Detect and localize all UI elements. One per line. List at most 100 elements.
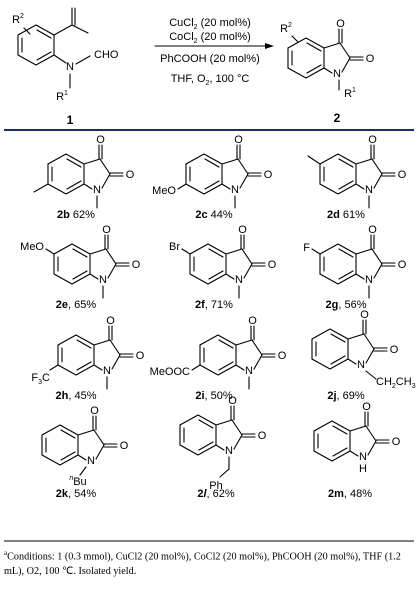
reactant-benzene <box>17 24 55 66</box>
n-cho-bond <box>75 55 91 65</box>
compound-number: 2k <box>56 488 69 500</box>
compound-caption-2c: 2c 44% <box>195 209 233 221</box>
oxygen-c3-label: O <box>106 315 115 327</box>
cho-label: CHO <box>94 49 119 61</box>
oxygen-c2-label: O <box>392 436 401 448</box>
fluoro-bond <box>311 248 321 255</box>
acetyl-bond <box>53 24 73 36</box>
oxygen-c3-label: O <box>362 401 371 413</box>
oxygen-c3-label: O <box>234 134 243 146</box>
butyl-label: nBu <box>69 475 86 488</box>
oxygen-c2-label: O <box>398 169 407 181</box>
benzyl-ch2-bond <box>219 468 230 478</box>
compound-caption-2e: 2e, 65% <box>56 299 97 311</box>
methoxy-bond <box>177 183 187 190</box>
compound-caption-2k: 2k, 54% <box>56 488 97 500</box>
compound-2d: OON <box>307 134 407 209</box>
compound-number: 2h <box>56 390 69 402</box>
nitrogen-label: N <box>365 184 373 196</box>
methoxy-label: MeO <box>20 241 44 253</box>
compound-caption-2f: 2f, 71% <box>195 299 233 311</box>
compound-2e: O O N MeO <box>20 224 141 299</box>
compound-caption-2i: 2i, 50% <box>195 390 233 402</box>
oxygen-c2-label: O <box>120 440 129 452</box>
compound-yield: , 69% <box>337 390 365 402</box>
compound-yield: , 48% <box>344 488 372 500</box>
compound-yield: , 50% <box>205 390 233 402</box>
oxygen-c3-label: O <box>360 309 369 321</box>
oxygen-c3-label: O <box>336 18 345 30</box>
oxygen-c2-label: O <box>136 350 145 362</box>
nitrogen-label: N <box>365 274 373 286</box>
oxygen-c2-label: O <box>132 259 141 271</box>
oxygen-c2-label: O <box>126 169 135 181</box>
compound-caption-2h: 2h, 45% <box>56 390 97 402</box>
n-butyl-bond <box>79 466 87 476</box>
bond-line <box>36 51 52 61</box>
oxygen-c3-label: O <box>368 224 377 236</box>
isatin-core <box>47 144 124 195</box>
nitrogen-label: N <box>357 359 365 371</box>
compound-caption-2l: 2l, 62% <box>197 488 235 500</box>
r2-wavy-bond <box>291 35 299 43</box>
phenyl-label: Ph <box>209 480 222 492</box>
isatin-core <box>311 319 388 370</box>
compound-number: 2d <box>327 209 340 221</box>
compound-number: 2f <box>195 299 205 311</box>
bond-line <box>36 29 52 39</box>
oxygen-c3-label: O <box>248 315 257 327</box>
oxygen-c3-label: O <box>90 405 99 417</box>
product-r1-label: R1 <box>344 87 356 100</box>
isatin-core <box>287 28 364 79</box>
cf3-label: F3C <box>31 372 50 386</box>
compound-yield: 44% <box>208 209 233 221</box>
compound-yield: 62% <box>70 209 95 221</box>
footnote-mark: a <box>4 549 8 557</box>
hydrogen-label: H <box>359 463 367 475</box>
compound-number: 2j <box>327 390 336 402</box>
n-ethyl-bond <box>365 370 377 380</box>
oxygen-c2-label: O <box>390 344 399 356</box>
n-aryl-bond <box>53 54 67 64</box>
compound-yield: , 54% <box>68 488 96 500</box>
compound-yield: , 62% <box>207 488 235 500</box>
nitrogen-label: N <box>333 68 341 80</box>
cf3-bond <box>49 364 59 371</box>
nitrogen-label: N <box>99 274 107 286</box>
compound-caption-2g: 2g, 56% <box>326 299 367 311</box>
oxygen-c2-label: O <box>264 169 273 181</box>
oxygen-c2-label: O <box>366 53 375 65</box>
oxygen-c2-label: O <box>268 259 277 271</box>
oxygen-c3-label: O <box>96 134 105 146</box>
compound-1-number: 1 <box>67 113 74 127</box>
compound-yield: , 71% <box>205 299 233 311</box>
isatin-core <box>53 234 130 285</box>
oxygen-c3-label: O <box>102 224 111 236</box>
nitrogen-label: N <box>225 445 233 457</box>
compound-yield: , 65% <box>68 299 96 311</box>
ester-bond <box>191 364 201 371</box>
r1-superscript: 1 <box>64 90 68 97</box>
compound-caption-2j: 2j, 69% <box>327 390 365 402</box>
reaction-arrow-head <box>265 43 274 49</box>
isatin-core <box>57 325 134 376</box>
compound-number: 2 <box>197 488 203 500</box>
condition-cucl2: CuCl2 (20 mol%) <box>169 17 251 31</box>
condition-phcooh: PhCOOH (20 mol%) <box>160 53 260 65</box>
oxygen-c2-label: O <box>398 259 407 271</box>
compound-2-number: 2 <box>334 111 341 125</box>
isatin-core <box>41 415 118 466</box>
nitrogen-label: N <box>359 451 367 463</box>
compound-number: 2i <box>195 390 204 402</box>
oxygen-c3-label: O <box>228 395 237 407</box>
compound-yield: 61% <box>340 209 365 221</box>
nitrogen-label: N <box>87 455 95 467</box>
